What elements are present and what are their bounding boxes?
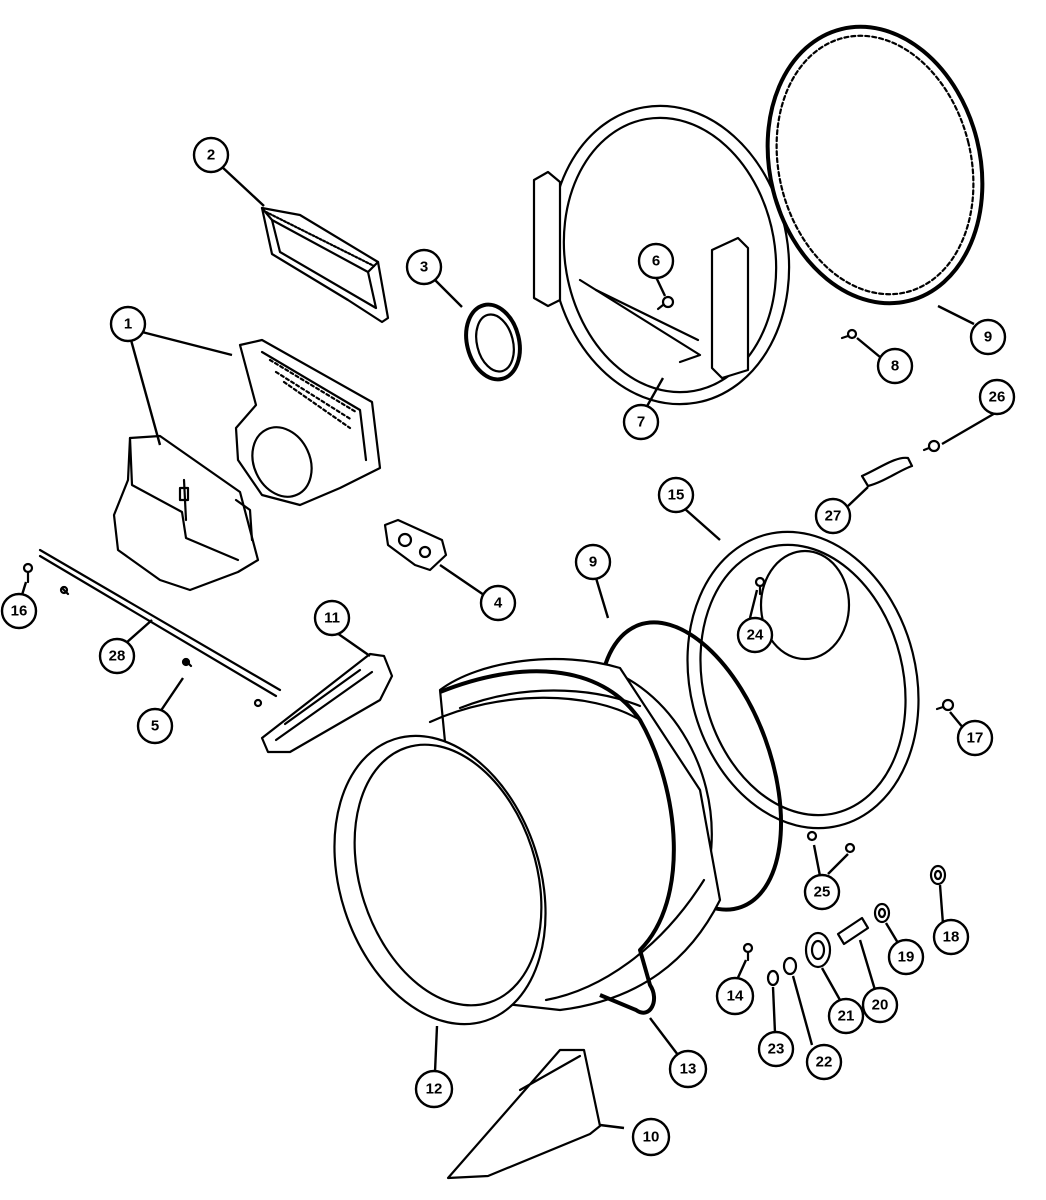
callout-6: 6 [637,242,675,280]
callout-24: 24 [736,616,774,654]
part-screw-14 [742,942,754,962]
part-screw-8 [840,328,858,340]
svg-text:9: 9 [589,554,597,571]
callout-27: 27 [814,497,852,535]
part-screw-6 [656,295,675,311]
part-shaft [836,916,870,946]
part-screw-26 [922,439,941,453]
part-roller [804,931,832,969]
callout-18: 18 [932,918,970,956]
svg-text:19: 19 [898,949,915,966]
callout-26: 26 [978,378,1016,416]
callout-25: 25 [803,873,841,911]
callout-20: 20 [861,986,899,1024]
svg-text:7: 7 [637,414,645,431]
part-screw-16 [22,562,34,584]
svg-text:26: 26 [989,389,1006,406]
part-lint-duct-upper [234,338,382,507]
part-front-bulkhead [686,530,920,830]
svg-text:28: 28 [109,648,126,665]
svg-text:1: 1 [124,316,132,333]
svg-text:22: 22 [816,1054,833,1071]
svg-text:4: 4 [494,595,503,612]
svg-text:18: 18 [943,929,960,946]
callout-3: 3 [405,248,443,286]
svg-text:25: 25 [814,884,831,901]
svg-text:23: 23 [768,1041,785,1058]
callout-9-upper: 9 [969,318,1007,356]
part-drum-seal-rear [765,24,985,306]
svg-text:21: 21 [838,1008,855,1025]
svg-text:10: 10 [643,1129,660,1146]
leader-lines [20,165,998,1130]
svg-text:2: 2 [207,147,215,164]
callout-4: 4 [479,584,517,622]
callout-28: 28 [98,637,136,675]
part-slider [260,652,394,754]
svg-text:9: 9 [984,329,992,346]
part-washer-19 [873,902,891,924]
part-bracket [383,518,448,572]
part-screw-5 [183,659,189,665]
callout-2: 2 [192,136,230,174]
callout-17: 17 [956,719,994,757]
callout-22: 22 [805,1043,843,1081]
svg-text:6: 6 [652,253,660,270]
svg-text:14: 14 [727,988,744,1005]
callout-14: 14 [715,976,755,1016]
callout-11: 11 [313,599,351,637]
part-drum [333,657,722,1026]
svg-text:11: 11 [324,610,340,627]
callout-16: 16 [0,592,38,630]
callout-19: 19 [887,938,925,976]
callout-21: 21 [827,997,865,1035]
part-screw-24 [754,576,766,596]
svg-text:20: 20 [872,997,889,1014]
part-seal-ring [464,302,522,382]
svg-text:24: 24 [747,627,764,644]
callout-10: 10 [631,1117,671,1157]
svg-text:16: 16 [11,603,28,620]
callout-13: 13 [668,1049,708,1089]
svg-text:3: 3 [420,259,428,276]
svg-text:17: 17 [967,730,984,747]
part-toe-panel [446,1048,602,1180]
svg-text:13: 13 [680,1061,697,1078]
part-lint-duct-lower [112,434,260,592]
callout-1: 1 [109,305,147,343]
part-washer-22 [782,956,798,976]
part-washer-18 [929,864,947,886]
callout-8: 8 [876,347,914,385]
callout-12: 12 [414,1069,454,1109]
part-washer-23 [766,969,780,987]
callout-23: 23 [757,1030,795,1068]
callout-15: 15 [657,476,695,514]
part-lint-filter [260,206,390,324]
svg-text:15: 15 [668,487,685,504]
part-screw-17 [935,698,955,712]
callout-9-lower: 9 [574,543,612,581]
svg-text:5: 5 [151,718,159,735]
svg-text:12: 12 [426,1081,443,1098]
callout-7: 7 [622,403,660,441]
part-screws-25 [806,830,856,854]
svg-text:8: 8 [891,358,899,375]
callout-5: 5 [136,707,174,745]
part-clip [860,456,914,488]
svg-text:27: 27 [825,508,842,525]
